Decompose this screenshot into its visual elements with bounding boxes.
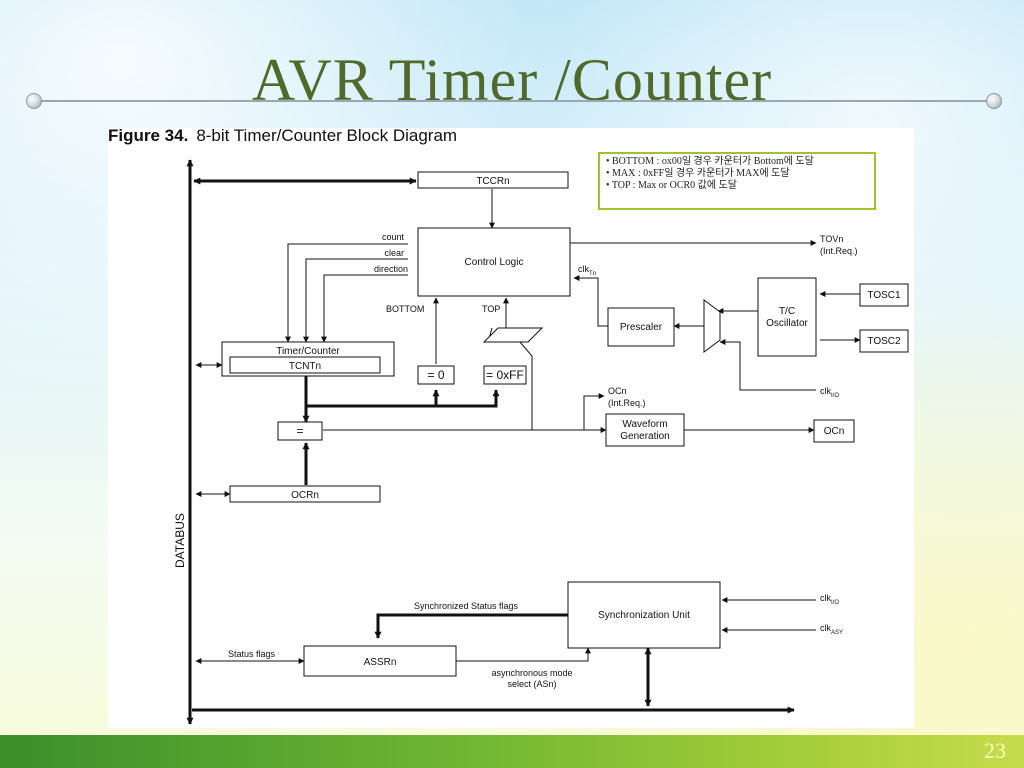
eq-zero-label: = 0 bbox=[427, 368, 444, 382]
clear-label: clear bbox=[384, 248, 404, 258]
tccrn-block bbox=[417, 171, 569, 189]
note-max: • MAX : 0xFF일 경우 카운터가 MAX에 도달 bbox=[606, 168, 790, 179]
thick-buses bbox=[186, 159, 795, 725]
top-label: TOP bbox=[482, 304, 500, 314]
prescaler-block bbox=[607, 307, 675, 347]
tosc2-block bbox=[859, 329, 909, 353]
tccrn-label: TCCRn bbox=[476, 176, 509, 187]
clk-io2-label: clkI/O bbox=[820, 593, 839, 606]
block-labels: TCCRn Control Logic Timer/Counter TCNTn … bbox=[276, 176, 901, 668]
prescaler-label: Prescaler bbox=[620, 322, 663, 333]
eq-ff-label: = 0xFF bbox=[486, 368, 524, 382]
async-label-2: select (ASn) bbox=[507, 679, 556, 689]
sync-unit-block bbox=[567, 581, 721, 649]
thin-wires bbox=[195, 189, 861, 664]
sync-status-label: Synchronized Status flags bbox=[414, 601, 519, 611]
tcnt-to-compare-bus bbox=[304, 376, 500, 408]
control-logic-block bbox=[417, 227, 571, 297]
eq-zero-block bbox=[417, 365, 455, 385]
figure-caption-text: 8-bit Timer/Counter Block Diagram bbox=[196, 126, 458, 145]
tosc1-block bbox=[859, 283, 909, 307]
blocks bbox=[221, 171, 909, 677]
top-mux bbox=[482, 327, 544, 343]
block-diagram: TCCRn Control Logic Timer/Counter TCNTn … bbox=[173, 159, 909, 725]
ocn-int-label: OCn bbox=[608, 386, 627, 396]
tovn-req-label: (Int.Req.) bbox=[820, 246, 858, 256]
note-bottom: • BOTTOM : ox00일 경우 카운터가 Bottom에 도달 bbox=[606, 156, 814, 167]
assrn-label: ASSRn bbox=[364, 657, 397, 668]
note-top: • TOP : Max or OCR0 값에 도달 bbox=[606, 180, 737, 191]
bottom-label: BOTTOM bbox=[386, 304, 424, 314]
ocn-pin-label: OCn bbox=[824, 426, 845, 437]
ocrn-label: OCRn bbox=[291, 490, 319, 501]
signal-labels: count clear direction BOTTOM TOP TOVn (I… bbox=[173, 232, 858, 689]
ocn-req-label: (Int.Req.) bbox=[608, 398, 646, 408]
waveform-block bbox=[605, 413, 685, 447]
divider-right-knob bbox=[986, 93, 1002, 109]
sync-unit-label: Synchronization Unit bbox=[598, 610, 690, 621]
figure-caption: Figure 34. 8-bit Timer/Counter Block Diag… bbox=[108, 126, 457, 146]
waveform-label-1: Waveform bbox=[622, 419, 667, 430]
tc-osc-label-1: T/C bbox=[779, 306, 795, 317]
clk-io-label: clkI/O bbox=[820, 386, 839, 399]
title-divider bbox=[32, 100, 992, 102]
status-flags-label: Status flags bbox=[228, 649, 276, 659]
tcntn-label: TCNTn bbox=[289, 361, 321, 372]
comparator-label: = bbox=[296, 424, 303, 438]
ocrn-block bbox=[229, 485, 381, 503]
divider-left-knob bbox=[26, 93, 42, 109]
annotation-note: • BOTTOM : ox00일 경우 카운터가 Bottom에 도달 • MA… bbox=[598, 152, 876, 210]
timer-counter-label: Timer/Counter bbox=[276, 346, 340, 357]
async-label-1: asynchronous mode bbox=[491, 668, 572, 678]
tc-osc-label-2: Oscillator bbox=[766, 318, 808, 329]
direction-label: direction bbox=[374, 264, 408, 274]
waveform-label-2: Generation bbox=[620, 431, 669, 442]
eq-ff-block bbox=[483, 365, 527, 385]
ocn-pin-block bbox=[813, 419, 855, 443]
tcntn-block bbox=[229, 356, 381, 374]
page-number: 23 bbox=[984, 738, 1006, 763]
databus-label: DATABUS bbox=[173, 513, 187, 568]
count-label: count bbox=[382, 232, 405, 242]
clk-asy-label: clkASY bbox=[820, 623, 843, 636]
control-logic-label: Control Logic bbox=[465, 257, 524, 268]
assrn-block bbox=[303, 645, 457, 677]
slide-title: AVR Timer /Counter bbox=[251, 47, 773, 113]
clock-mux bbox=[703, 299, 721, 353]
tovn-label: TOVn bbox=[820, 234, 843, 244]
clk-tn-label: clkTn bbox=[578, 264, 596, 277]
tosc2-label: TOSC2 bbox=[867, 336, 901, 347]
tc-oscillator-block bbox=[757, 277, 817, 357]
comparator-block bbox=[277, 421, 323, 441]
footer-bar bbox=[0, 735, 1024, 768]
figure-number: Figure 34. bbox=[108, 126, 189, 145]
tosc1-label: TOSC1 bbox=[867, 290, 901, 301]
sync-status-line bbox=[374, 613, 568, 639]
